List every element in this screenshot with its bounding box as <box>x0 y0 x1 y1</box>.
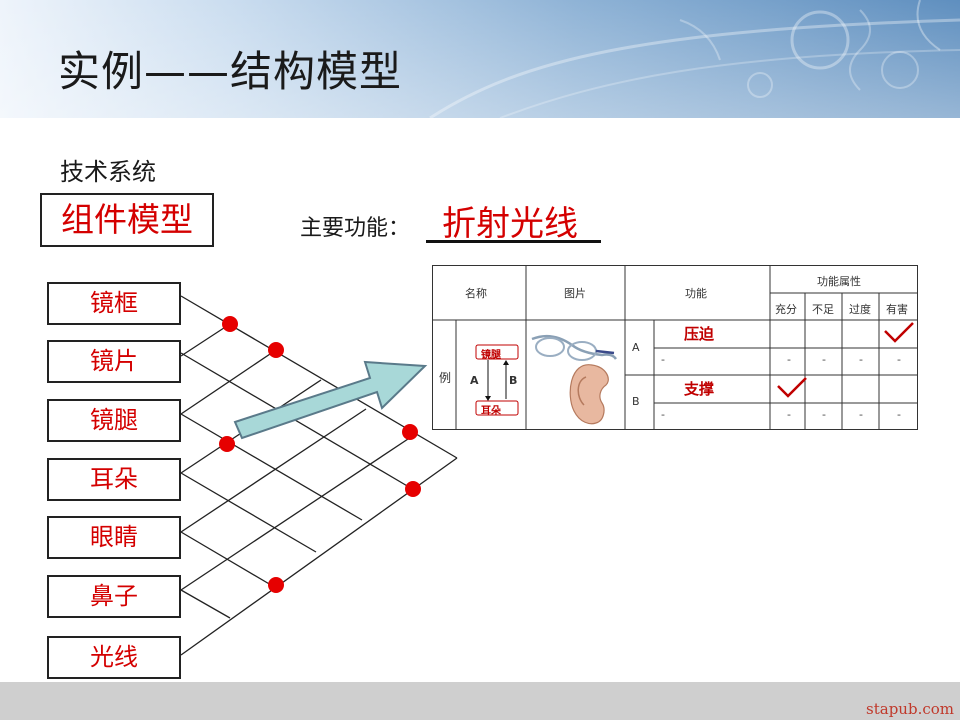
placeholder-dash: - <box>897 408 901 421</box>
temple-ear-diagram <box>475 344 519 416</box>
diagram-arrow-a-label: A <box>470 374 479 387</box>
check-mark-harmful <box>884 322 914 343</box>
component-lens: 镜片 <box>47 340 181 383</box>
interaction-dot <box>222 316 238 332</box>
component-frame: 镜框 <box>47 282 181 325</box>
component-nose: 鼻子 <box>47 575 181 618</box>
row-key-a: A <box>632 341 640 354</box>
pointer-arrow <box>233 360 428 440</box>
check-mark-sufficient <box>777 377 807 398</box>
page-title: 实例——结构模型 <box>58 47 403 96</box>
header-attr-sufficient: 充分 <box>775 303 797 316</box>
row-example-label: 例 <box>439 371 452 385</box>
interaction-dot <box>268 342 284 358</box>
component-eye: 眼睛 <box>47 516 181 559</box>
matrix-lines <box>180 295 458 656</box>
component-light: 光线 <box>47 636 181 679</box>
placeholder-dash: - <box>787 353 791 366</box>
function-support: 支撑 <box>684 380 715 398</box>
header-attr-insufficient: 不足 <box>812 303 834 316</box>
diagram-ear-label: 耳朵 <box>481 406 501 417</box>
interaction-dots <box>219 316 421 593</box>
function-compress: 压迫 <box>684 325 715 343</box>
main-function-value: 折射光线 <box>442 204 578 244</box>
interaction-dot <box>219 436 235 452</box>
diagram-arrow-b-label: B <box>509 374 518 387</box>
interaction-dot <box>402 424 418 440</box>
header-attr-excessive: 过度 <box>849 303 871 316</box>
placeholder-dash: - <box>822 353 826 366</box>
watermark: stapub.com <box>866 700 954 718</box>
interaction-dot <box>268 577 284 593</box>
header-background <box>0 0 960 118</box>
header-attr-harmful: 有害 <box>886 303 908 316</box>
header-picture: 图片 <box>564 287 586 300</box>
header-attributes: 功能属性 <box>817 275 861 288</box>
function-table: 名称 图片 功能 功能属性 充分 不足 过度 有害 例 镜腿 耳朵 A B A … <box>432 265 918 430</box>
placeholder-dash: - <box>897 353 901 366</box>
main-function-underline <box>426 240 601 243</box>
header-banner <box>0 0 960 118</box>
main-function-label: 主要功能： <box>300 216 411 241</box>
header-name: 名称 <box>465 287 487 300</box>
glasses-picture <box>531 334 618 361</box>
diagram-temple-label: 镜腿 <box>481 350 501 361</box>
placeholder-dash: - <box>859 353 863 366</box>
ear-picture <box>569 364 609 425</box>
interaction-dot <box>405 481 421 497</box>
placeholder-dash: - <box>661 408 665 421</box>
placeholder-dash: - <box>859 408 863 421</box>
function-table-grid <box>432 265 918 430</box>
placeholder-dash: - <box>822 408 826 421</box>
component-temple: 镜腿 <box>47 399 181 442</box>
section-subtitle: 技术系统 <box>60 158 156 186</box>
footer-bar <box>0 682 960 720</box>
placeholder-dash: - <box>661 353 665 366</box>
component-model-label: 组件模型 <box>40 193 214 247</box>
placeholder-dash: - <box>787 408 791 421</box>
row-key-b: B <box>632 395 640 408</box>
component-ear: 耳朵 <box>47 458 181 501</box>
header-function: 功能 <box>685 287 707 300</box>
